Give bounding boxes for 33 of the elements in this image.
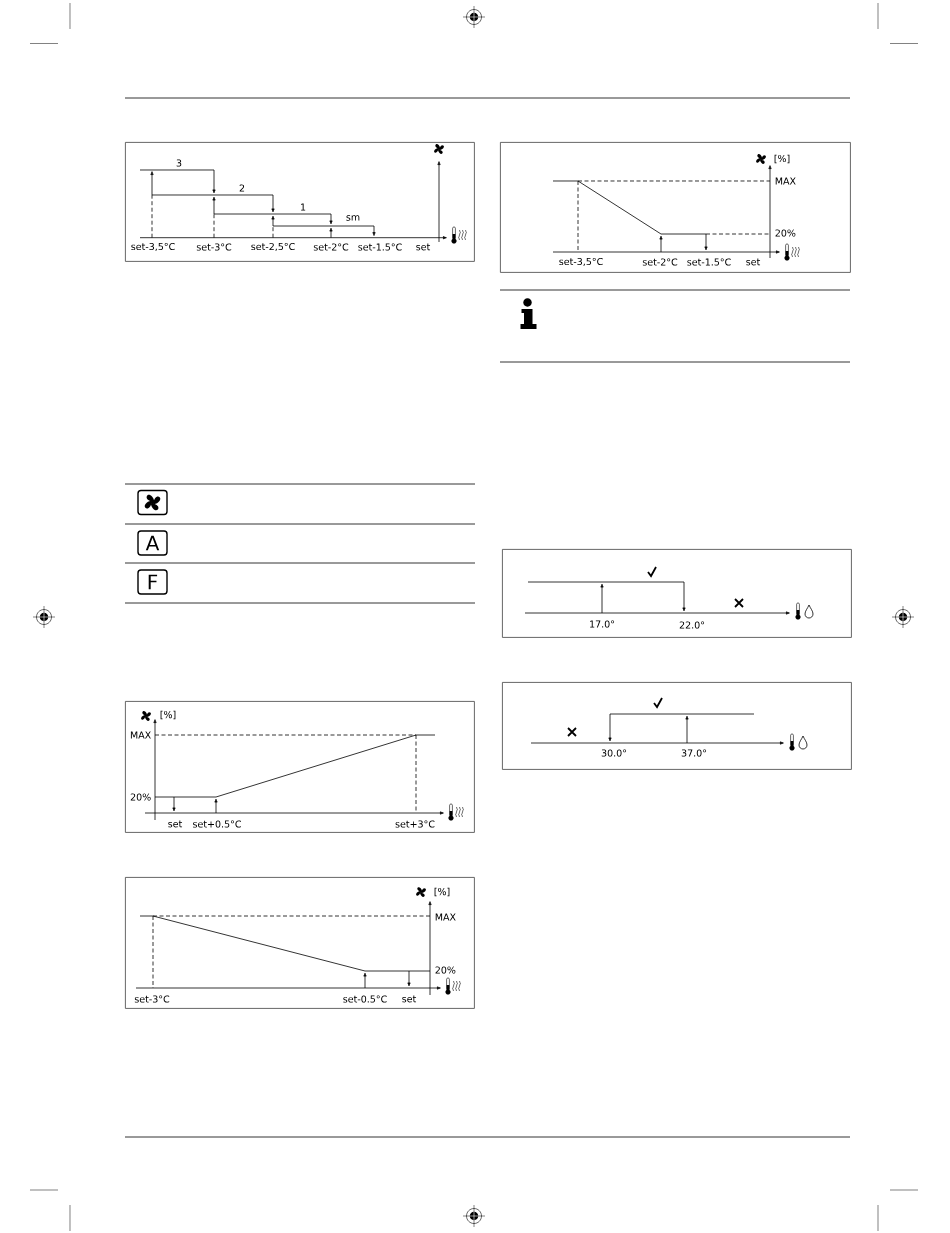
- temperature-label: set-1.5°C: [687, 258, 731, 266]
- step-label: 1: [301, 203, 306, 211]
- temperature-label: 22.0°: [679, 621, 705, 629]
- temperature-label: set-3°C: [196, 243, 232, 251]
- temperature-label: set-1.5°C: [358, 243, 402, 251]
- temperature-label: set-3°C: [134, 995, 170, 1003]
- level-label: MAX: [435, 913, 456, 921]
- temperature-label: 30.0°: [601, 749, 627, 757]
- temperature-label: set: [168, 820, 183, 828]
- temperature-label: set+3°C: [395, 820, 435, 828]
- temperature-label: set-3,5°C: [559, 257, 603, 267]
- temperature-label: set-2,5°C: [251, 242, 295, 252]
- temperature-label: set-3,5°C: [131, 242, 175, 252]
- temperature-label: 17.0°: [590, 620, 615, 628]
- temperature-label: set-2°C: [642, 258, 678, 266]
- temperature-label: set: [402, 995, 417, 1003]
- temperature-label: set: [416, 243, 431, 251]
- temperature-label: set+0.5°C: [193, 820, 241, 828]
- temperature-label: set-2°C: [313, 243, 349, 251]
- unit-label: [%]: [774, 154, 790, 164]
- level-label: 20%: [435, 966, 456, 974]
- unit-label: [%]: [160, 710, 176, 720]
- step-label: sm: [346, 215, 360, 221]
- level-label: 20%: [130, 793, 151, 801]
- unit-label: [%]: [434, 887, 450, 897]
- temperature-label: set: [746, 258, 761, 266]
- step-label: 2: [239, 184, 245, 192]
- level-label: MAX: [130, 731, 151, 739]
- level-label: 20%: [775, 229, 796, 237]
- temperature-label: set-0.5°C: [343, 995, 387, 1003]
- level-label: MAX: [775, 177, 796, 185]
- step-label: 3: [176, 159, 182, 167]
- temperature-label: 37.0°: [681, 749, 707, 757]
